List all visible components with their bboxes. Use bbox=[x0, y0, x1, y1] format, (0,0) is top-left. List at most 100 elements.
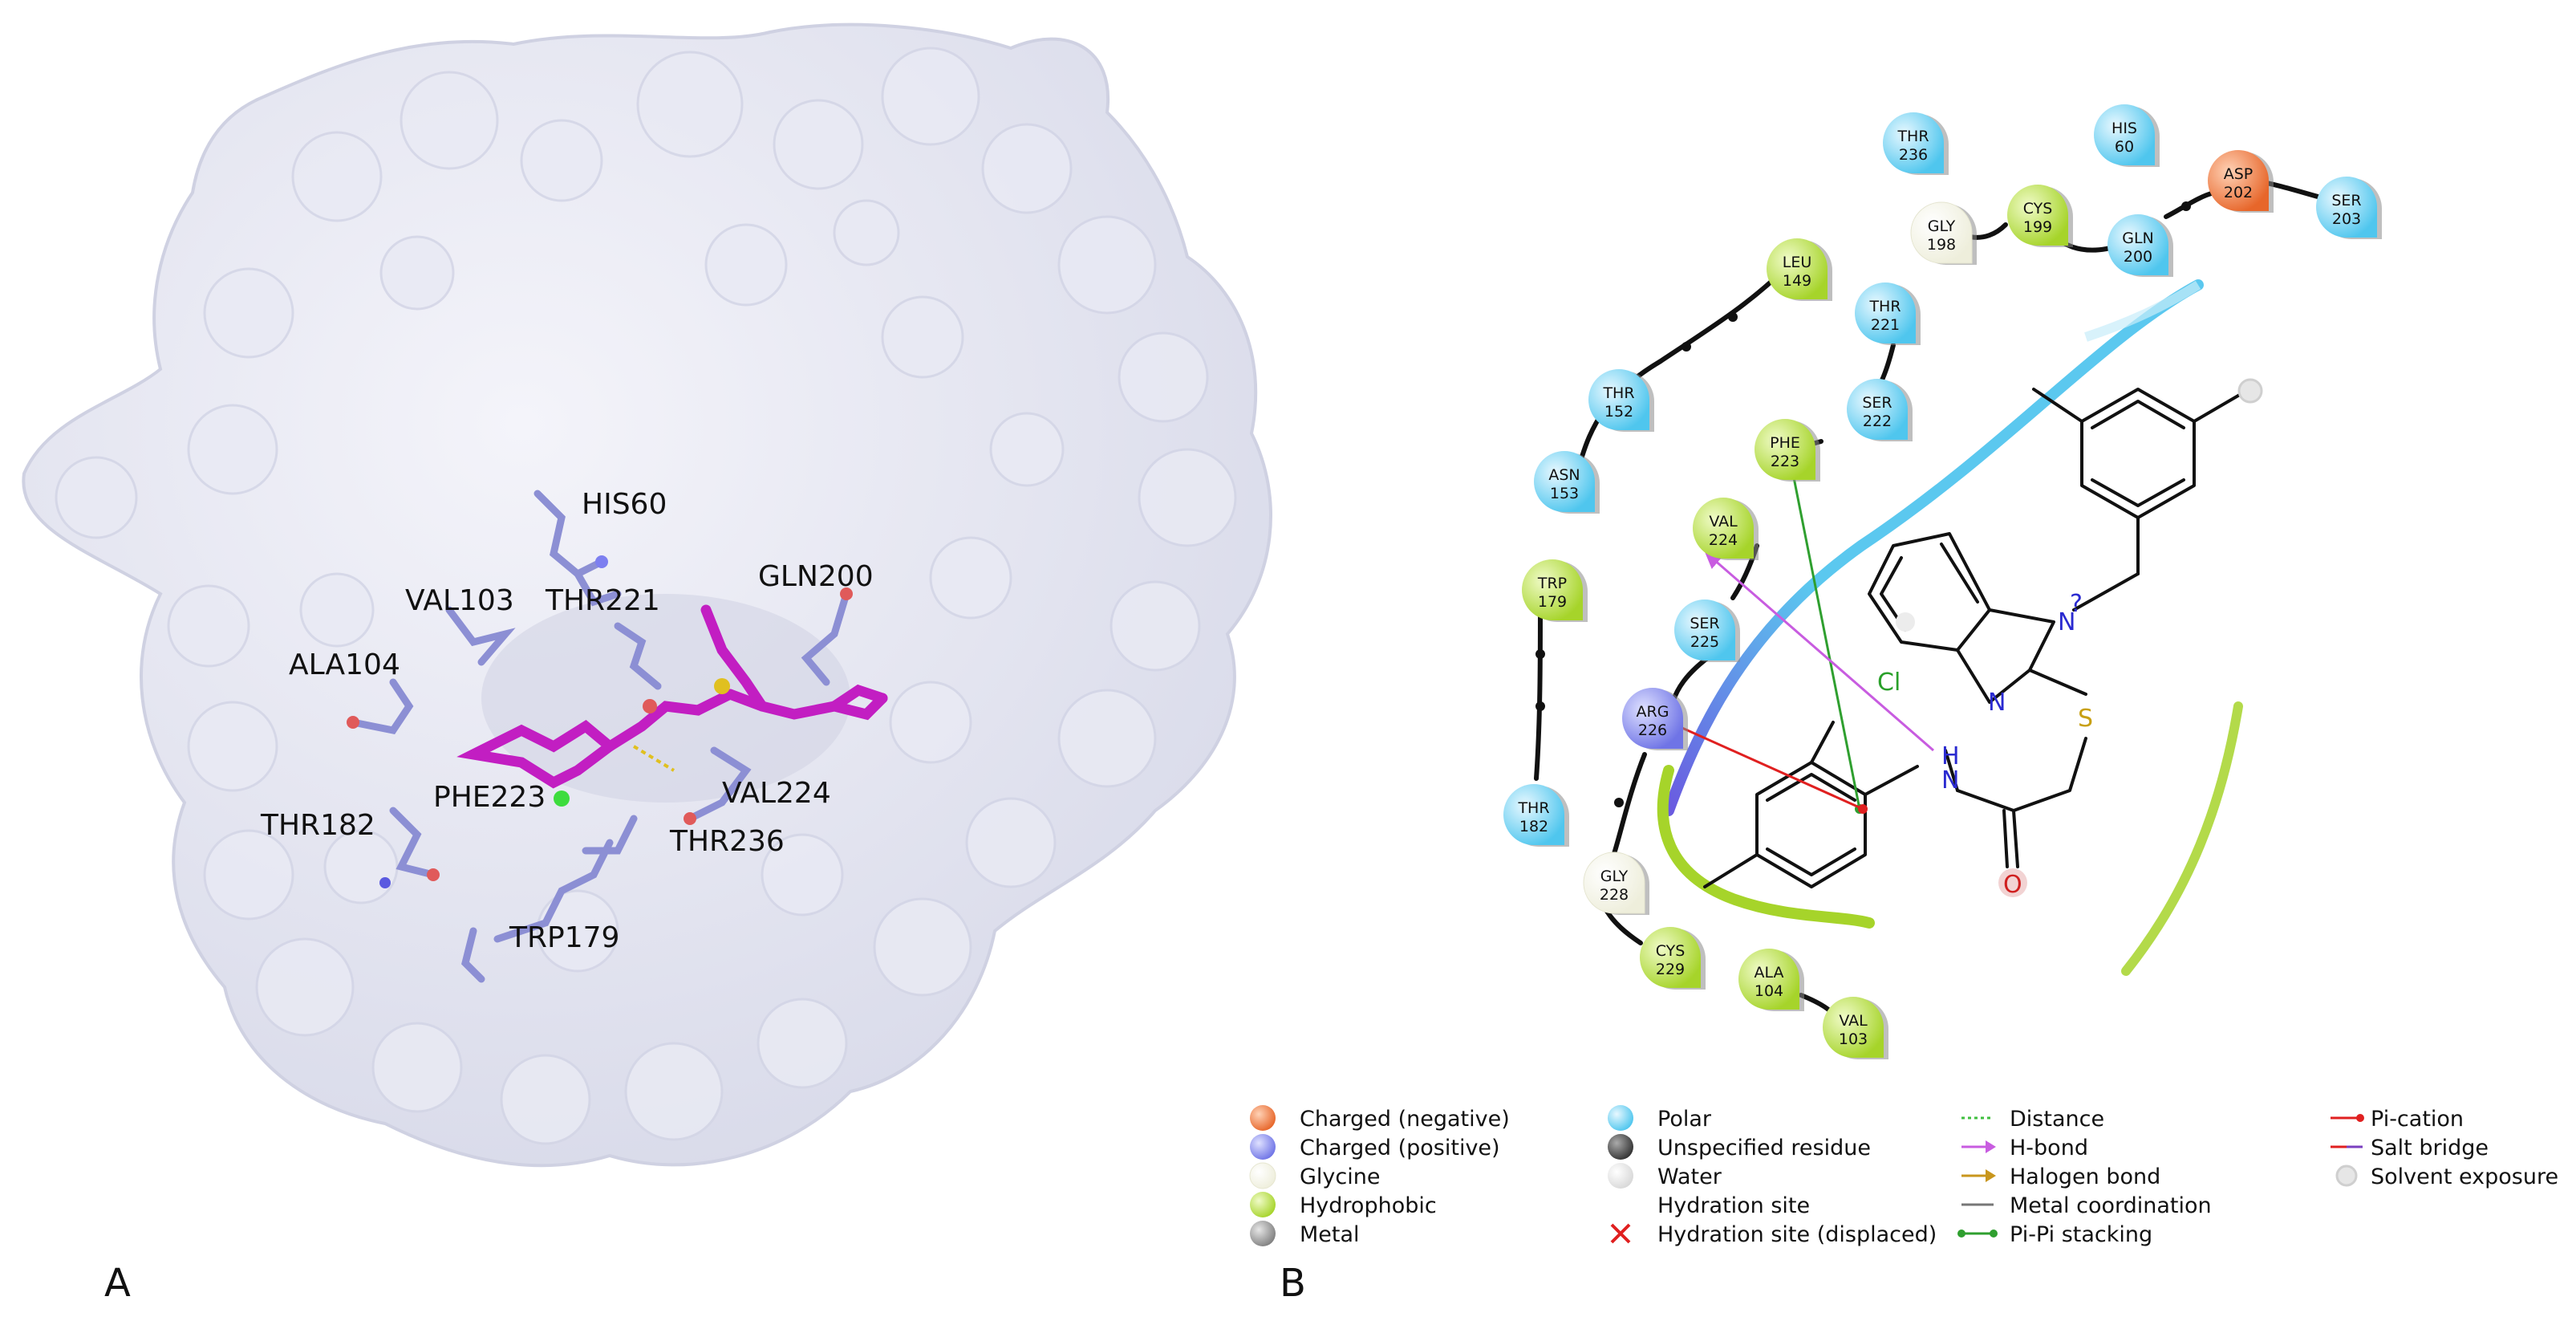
residue-number: 203 bbox=[2332, 210, 2361, 228]
residue-number: 182 bbox=[1519, 818, 1548, 835]
residue-number: 198 bbox=[1927, 236, 1956, 254]
legend-col4: Pi-cation Salt bridge Solvent exposure bbox=[2331, 1107, 2558, 1189]
pocket-outline-hydrophobic bbox=[1657, 765, 1875, 929]
label-val224: VAL224 bbox=[722, 777, 831, 810]
protein-surface bbox=[22, 22, 1272, 1168]
residue-val103: VAL103 bbox=[1823, 997, 1888, 1059]
residue-thr182: THR182 bbox=[1503, 784, 1569, 847]
atom-cl: Cl bbox=[1877, 669, 1901, 697]
residue-number: 60 bbox=[2115, 138, 2134, 156]
residue-body bbox=[2208, 150, 2269, 211]
hbond-arrow bbox=[1704, 551, 1934, 752]
residue-number: 200 bbox=[2124, 248, 2152, 266]
residue-number: 104 bbox=[1755, 982, 1783, 1000]
ligand-2d bbox=[1703, 388, 2244, 888]
residue-body bbox=[1640, 927, 1701, 988]
atom-s: S bbox=[2078, 705, 2093, 733]
solvent-exposure-ring bbox=[1896, 612, 1915, 632]
legend-label-unspecified: Unspecified residue bbox=[1657, 1136, 1871, 1160]
residue-body bbox=[1910, 201, 1973, 264]
residue-number: 103 bbox=[1839, 1030, 1868, 1048]
residue-name: ASN bbox=[1548, 466, 1580, 484]
legend-swatch-unspecified bbox=[1608, 1134, 1633, 1160]
atom-n-plain: N bbox=[1988, 689, 2006, 717]
panel-a: HIS60 VAL103 THR221 GLN200 ALA104 PHE223… bbox=[22, 22, 1272, 1306]
pi-pi-stacking-line bbox=[1786, 445, 1861, 810]
residue-body bbox=[1588, 369, 1649, 430]
residue-trp179: TRP179 bbox=[1522, 559, 1588, 622]
legend-label-metal: Metal bbox=[1300, 1222, 1360, 1247]
label-his60: HIS60 bbox=[582, 488, 667, 521]
legend-swatch-water bbox=[1608, 1163, 1633, 1189]
backbone-chains bbox=[1534, 178, 2329, 1022]
backbone-dots bbox=[1535, 201, 2191, 807]
legend-label-halogen: Halogen bond bbox=[2010, 1164, 2160, 1189]
legend-label-displaced: Hydration site (displaced) bbox=[1657, 1222, 1937, 1247]
residue-body bbox=[2316, 177, 2377, 238]
legend: Charged (negative) Charged (positive) Gl… bbox=[1249, 1105, 2558, 1247]
residue-body bbox=[1883, 112, 1944, 173]
atom-charge: ? bbox=[2070, 590, 2083, 618]
residue-number: 179 bbox=[1538, 593, 1567, 611]
residue-body bbox=[1503, 784, 1564, 845]
legend-swatch-negative bbox=[1250, 1105, 1276, 1131]
residue-body bbox=[1823, 997, 1884, 1058]
label-thr236: THR236 bbox=[669, 825, 785, 858]
legend-swatch-polar bbox=[1608, 1105, 1633, 1131]
residue-name: SER bbox=[1690, 615, 1719, 632]
residue-phe223: PHE223 bbox=[1755, 419, 1820, 482]
residue-name: GLY bbox=[1928, 217, 1956, 235]
label-gln200: GLN200 bbox=[758, 560, 874, 593]
legend-label-solvent: Solvent exposure bbox=[2371, 1164, 2558, 1189]
legend-label-pication: Pi-cation bbox=[2371, 1107, 2464, 1132]
residue-body bbox=[1534, 451, 1595, 512]
legend-swatch-hydrophobic bbox=[1250, 1192, 1276, 1217]
residue-name: CYS bbox=[1656, 942, 1686, 960]
residue-ala104: ALA104 bbox=[1738, 949, 1804, 1011]
residue-number: 229 bbox=[1656, 961, 1685, 978]
ligand-chlorine bbox=[554, 791, 570, 807]
residue-name: VAL bbox=[1709, 513, 1738, 530]
legend-label-polar: Polar bbox=[1657, 1107, 1712, 1132]
ligand-sulfur bbox=[714, 678, 730, 694]
residue-number: 225 bbox=[1690, 633, 1719, 651]
panel-label-b: B bbox=[1280, 1261, 1306, 1306]
atom-h: H bbox=[1941, 742, 1960, 770]
legend-label-hbond: H-bond bbox=[2010, 1136, 2088, 1160]
residue-name: PHE bbox=[1770, 434, 1800, 452]
label-trp179: TRP179 bbox=[509, 921, 619, 954]
residue-body bbox=[1855, 282, 1916, 343]
atom-nh: N bbox=[1941, 766, 1959, 795]
legend-label-hydration: Hydration site bbox=[1657, 1193, 1810, 1218]
residue-thr221: THR221 bbox=[1855, 282, 1921, 345]
residue-name: ALA bbox=[1754, 964, 1783, 982]
residue-number: 224 bbox=[1709, 531, 1738, 549]
residue-name: THR bbox=[1602, 384, 1634, 402]
surface-lobes bbox=[55, 47, 1237, 1145]
residue-body bbox=[2107, 214, 2168, 275]
residue-thr236: THR236 bbox=[1883, 112, 1949, 175]
label-phe223: PHE223 bbox=[433, 781, 546, 814]
legend-label-water: Water bbox=[1657, 1164, 1722, 1189]
residue-number: 226 bbox=[1638, 721, 1667, 739]
residue-name: THR bbox=[1517, 799, 1549, 817]
residue-number: 223 bbox=[1771, 453, 1799, 470]
legend-swatch-displaced bbox=[1610, 1223, 1631, 1244]
legend-col1: Charged (negative) Charged (positive) Gl… bbox=[1249, 1105, 1510, 1247]
binding-pocket bbox=[481, 594, 850, 803]
residue-body bbox=[1755, 419, 1815, 480]
residue-val224: VAL224 bbox=[1693, 498, 1759, 560]
legend-label-pipi: Pi-Pi stacking bbox=[2010, 1222, 2152, 1247]
legend-label-hydrophobic: Hydrophobic bbox=[1300, 1193, 1437, 1218]
legend-label-distance: Distance bbox=[2010, 1107, 2104, 1132]
legend-label-glycine: Glycine bbox=[1300, 1164, 1380, 1189]
ligand-sticks bbox=[456, 604, 888, 807]
legend-label-positive: Charged (positive) bbox=[1300, 1136, 1500, 1160]
